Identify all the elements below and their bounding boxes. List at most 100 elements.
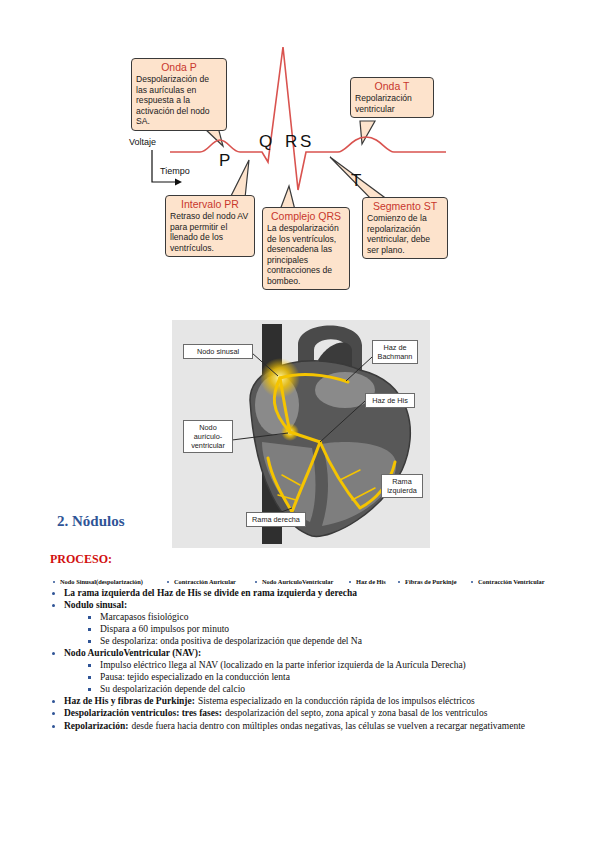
right-ventricle [262, 442, 316, 522]
wave-letter: R [285, 133, 297, 151]
callout-tail [230, 160, 249, 198]
bullet-dot [52, 725, 55, 728]
bullet-line: Despolarización ventriculos: tres fases:… [64, 708, 487, 719]
process-step: Haz de His [356, 578, 386, 586]
bullet-heading: Nodulo sinusal: [64, 600, 127, 611]
bullet-line: Pausa: tejido especializado en la conduc… [100, 672, 290, 683]
leader-line [232, 433, 288, 440]
bullet-dot [167, 581, 169, 583]
callout-tail [360, 121, 375, 144]
conduction-path [268, 442, 320, 512]
callout-heading: Onda T [355, 80, 429, 93]
heart-callout: Rama izquierda [381, 474, 423, 498]
callout-box: Complejo QRSLa despolarización de los ve… [262, 207, 350, 290]
callout-text: Rama derecha [250, 515, 302, 524]
bullet-line: Nodulo sinusal: [64, 600, 127, 611]
callout-tail [330, 157, 388, 200]
axis-arrowhead [175, 179, 182, 186]
callout-heading: Complejo QRS [267, 210, 345, 223]
bullet-line: Haz de His y fibras de Purkinje:Sistema … [64, 696, 475, 707]
bullet-dot [398, 581, 400, 583]
heart-callout: Rama derecha [246, 512, 306, 527]
bullet-text: desde fuera hacia dentro con múltiples o… [131, 721, 525, 732]
bullet-line: Su despolarización depende del calcio [100, 684, 245, 695]
bullet-line: Marcapasos fisiológico [100, 612, 188, 623]
bullet-text: Dispara a 60 impulsos por minuto [100, 624, 229, 635]
bullet-text: Sistema especializado en la conducción r… [198, 696, 475, 707]
conduction-path [274, 378, 290, 432]
bullet-heading: Nodo AuriculoVentricular (NAV): [64, 648, 201, 659]
callout-box: Intervalo PRRetraso del nodo AV para per… [165, 195, 255, 257]
bullet-line: Nodo AuriculoVentricular (NAV): [64, 648, 201, 659]
bullet-dot [88, 664, 91, 667]
heart-callout: Nodo aurículo-ventricular [183, 420, 233, 453]
heart-callout: Nodo sinusal [183, 344, 253, 359]
process-step: Fibras de Purkinje [405, 578, 456, 586]
section-heading: 2. Nódulos [57, 513, 125, 530]
callout-text: Nodo aurículo-ventricular [187, 423, 229, 450]
callout-text: Nodo sinusal [187, 347, 249, 356]
bullet-heading: Repolarización: [64, 721, 128, 732]
heart-callout: Haz de His [365, 393, 415, 408]
bullet-line: Dispara a 60 impulsos por minuto [100, 624, 229, 635]
bullet-dot [88, 688, 91, 691]
callout-text: Rama izquierda [385, 477, 419, 495]
bullet-dot [52, 712, 55, 715]
callout-box: Segmento STComienzo de la repolarización… [362, 197, 448, 259]
callout-box: Onda PDespolarización de las aurículas e… [131, 58, 227, 131]
callout-text: La despolarización de los ventrículos, d… [267, 223, 345, 286]
wave-letter: P [219, 152, 230, 170]
bullet-dot [349, 581, 351, 583]
bullet-heading: Haz de His y fibras de Purkinje: [64, 696, 195, 707]
bullet-text: Su despolarización depende del calcio [100, 684, 245, 695]
process-step: Contracción Ventricular [478, 578, 545, 586]
callout-heading: Segmento ST [367, 200, 443, 213]
callout-text: Repolarización ventricular [355, 93, 429, 114]
callout-heading: Intervalo PR [170, 198, 250, 211]
bullet-heading: La rama izquierda del Haz de His se divi… [64, 588, 357, 599]
callout-box: Onda TRepolarización ventricular [350, 77, 434, 118]
leader-line [320, 401, 365, 442]
bullet-dot [88, 640, 91, 643]
axis-label: Tiempo [160, 166, 190, 176]
leader-line [252, 353, 278, 376]
purkinje-fibers [278, 470, 375, 500]
wave-letter: T [351, 172, 361, 190]
bullet-dot [88, 616, 91, 619]
bullet-text: Se despolariza: onda positiva de despola… [100, 636, 362, 647]
leader-line [346, 357, 372, 381]
bullet-heading: Despolarización ventriculos: tres fases: [64, 708, 222, 719]
process-heading: PROCESO: [50, 552, 112, 566]
illustration-background [172, 320, 430, 548]
heart-callout: Haz de Bachmann [372, 340, 418, 364]
process-step: Nodo Sinusal(despolarización) [60, 578, 143, 586]
bullet-line: La rama izquierda del Haz de His se divi… [64, 588, 357, 599]
process-step: Contracción Auricular [174, 578, 236, 586]
bullet-dot [88, 676, 91, 679]
bullet-line: Repolarización:desde fuera hacia dentro … [64, 721, 525, 732]
bullet-dot [471, 581, 473, 583]
bullet-text: Pausa: tejido especializado en la conduc… [100, 672, 290, 683]
process-step: Nodo AuriculoVentricular [262, 578, 333, 586]
callout-text: Retraso del nodo AV para permitir el lle… [170, 211, 250, 253]
callout-text: Haz de Bachmann [376, 343, 414, 361]
bullet-dot [88, 628, 91, 631]
bullet-dot [255, 581, 257, 583]
bullet-dot [52, 592, 55, 595]
bullet-text: despolarización del septo, zona apical y… [225, 708, 487, 719]
callout-text: Haz de His [369, 396, 411, 405]
wave-letter: S [300, 133, 311, 151]
callout-heading: Onda P [136, 61, 222, 74]
callout-text: Despolarización de las aurículas en resp… [136, 74, 222, 127]
callout-text: Comienzo de la repolarización ventricula… [367, 213, 443, 255]
bullet-text: Marcapasos fisiológico [100, 612, 188, 623]
bullet-line: Se despolariza: onda positiva de despola… [100, 636, 362, 647]
bullet-dot [52, 604, 55, 607]
bullet-text: Impulso eléctrico llega al NAV (localiza… [100, 660, 466, 671]
bullet-dot [53, 581, 55, 583]
bullet-dot [52, 700, 55, 703]
axis-label: Voltaje [129, 137, 156, 147]
bullet-line: Impulso eléctrico llega al NAV (localiza… [100, 660, 466, 671]
